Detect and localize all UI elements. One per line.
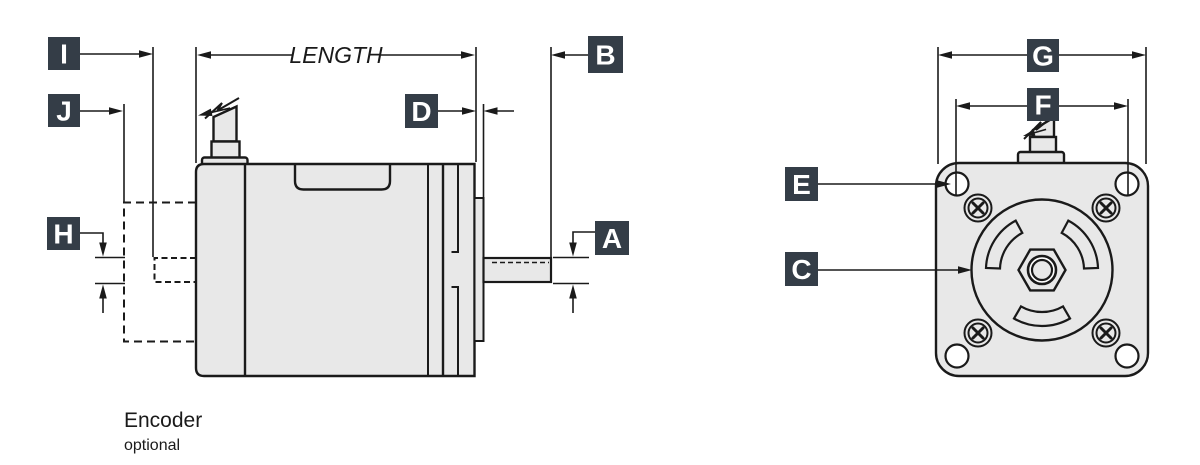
screw-bottom-right (1091, 318, 1121, 348)
encoder-caption-sub: optional (124, 437, 180, 454)
cable-body (210, 140, 241, 160)
leader-E (818, 180, 951, 188)
side-view: Encoder optional (123, 97, 553, 454)
cable-side (198, 97, 249, 168)
motor-body (194, 162, 476, 378)
encoder-outline (123, 201, 196, 343)
screw-top-right (1091, 193, 1121, 223)
callout-C: C (785, 252, 818, 286)
slot-upper-right (1060, 219, 1100, 270)
callout-A: A (595, 221, 629, 255)
mounting-hole-bottom-right (1114, 343, 1140, 369)
dim-H (80, 232, 125, 313)
callout-letter-A: A (602, 223, 622, 254)
screw-top-left (963, 193, 993, 223)
callout-letter-H: H (53, 219, 73, 250)
dim-D (438, 104, 514, 197)
front-view (934, 112, 1150, 378)
callouts: I J H D B A E C (47, 36, 1059, 286)
callout-H: H (47, 217, 80, 250)
flange-inner-line (451, 164, 459, 376)
callout-D: D (405, 94, 438, 128)
callout-B: B (588, 36, 623, 73)
cable-break-arrow (1023, 128, 1047, 136)
cable-break-icon (204, 97, 240, 120)
leader-C (817, 266, 972, 274)
callout-letter-C: C (791, 254, 811, 285)
encoder-caption-title: Encoder (124, 409, 202, 432)
dim-length: LENGTH (195, 42, 477, 163)
top-notch (293, 164, 392, 191)
encoder-caption: Encoder optional (124, 409, 202, 454)
length-dimension-text: LENGTH (289, 42, 383, 68)
callout-I: I (48, 37, 80, 70)
mounting-hole-bottom-left (944, 343, 970, 369)
screw-bottom-left (963, 318, 993, 348)
shaft (482, 256, 553, 284)
mounting-hole-top-right (1114, 171, 1140, 197)
callout-letter-F: F (1034, 90, 1051, 121)
slot-bottom (1012, 304, 1072, 328)
cable-front (1016, 112, 1066, 166)
callout-letter-E: E (792, 169, 811, 200)
callout-letter-I: I (60, 39, 68, 70)
shaft-end-inner (1030, 258, 1054, 282)
callout-letter-J: J (56, 96, 72, 127)
cable-break-arrow (198, 107, 231, 117)
dim-I (80, 47, 154, 257)
callout-J: J (48, 94, 80, 127)
callout-G: G (1027, 39, 1059, 72)
dim-J (80, 104, 125, 203)
callout-F: F (1027, 88, 1059, 121)
pilot-boss (473, 197, 485, 342)
cable-body (1028, 135, 1058, 155)
callout-letter-B: B (595, 40, 615, 71)
callout-letter-G: G (1032, 41, 1054, 72)
dim-B (550, 47, 588, 257)
rear-shaft-outline (153, 257, 196, 283)
slot-upper-left (984, 219, 1024, 270)
dimensions-side: LENGTH (80, 42, 595, 313)
callout-E: E (785, 167, 818, 201)
dim-A (553, 231, 595, 313)
callout-letter-D: D (411, 96, 431, 127)
